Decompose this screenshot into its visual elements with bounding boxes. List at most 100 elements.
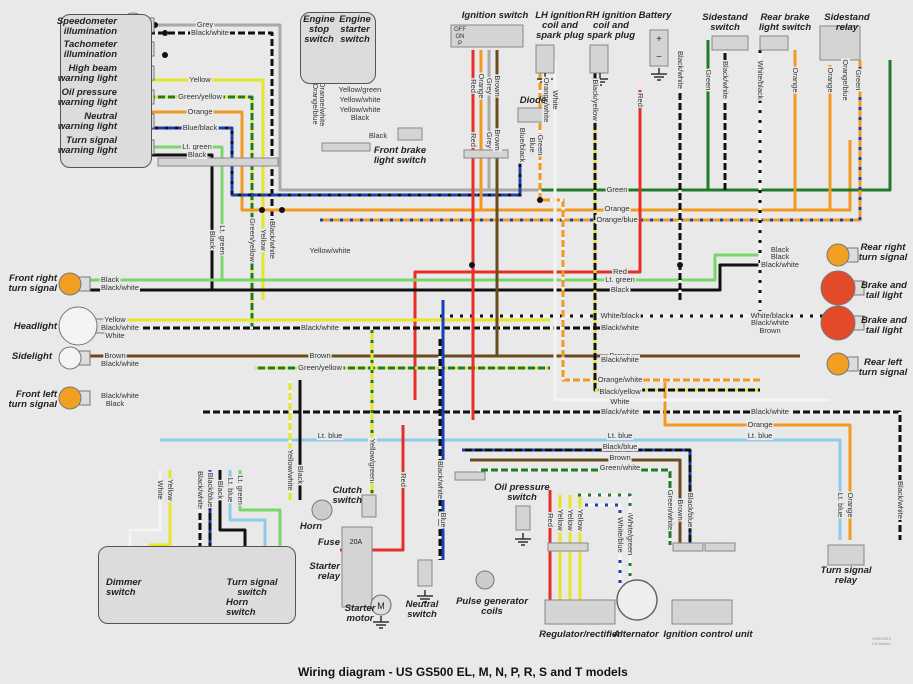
- wire-label-lt_blue: Lt. blue: [748, 431, 773, 440]
- wire-label-black_white: Black/white: [268, 221, 277, 259]
- wire-label-green_white: Green/white: [666, 490, 675, 530]
- wire-label-bg: [721, 60, 731, 100]
- engine-starter-switch-label: Engine starter switch: [339, 14, 371, 45]
- wire-red-bus: [413, 90, 642, 400]
- rear-right-turn-label: Rear right turn signal: [858, 242, 908, 263]
- wire-label-bg: [600, 354, 640, 364]
- wire-label-blue: Blue: [439, 512, 448, 527]
- wire-label-white_black: White/black: [756, 61, 765, 100]
- wire-label-lt_green: Lt. green: [236, 475, 245, 505]
- wire-label-black_white: Black/white: [101, 283, 139, 292]
- ignition-control-unit: [671, 599, 733, 625]
- sidestand-relay: [819, 25, 861, 61]
- wire-label-green: Green: [854, 70, 863, 91]
- wire-label-yellow: Yellow: [566, 509, 575, 531]
- wire-label-bg: [758, 325, 782, 335]
- wire-label-bg: [846, 491, 856, 519]
- wire-label-bg: [598, 386, 643, 396]
- brake-tail-bulb-2: [820, 305, 856, 341]
- wire-label-bg: [308, 350, 332, 360]
- wire-label-bg: [103, 314, 128, 324]
- wire-label-black: Black: [351, 113, 370, 122]
- fuse-rating: 20A: [350, 539, 363, 546]
- wire-label-black_blue: Black/blue: [206, 473, 215, 508]
- wire-label-bg: [156, 479, 166, 501]
- junction-dot: [677, 262, 683, 268]
- wire-label-bg: [600, 406, 640, 416]
- wire-label-bg: [542, 76, 552, 124]
- headlight-label: Headlight: [13, 321, 57, 332]
- wire-label-bg: [181, 122, 219, 132]
- wire-label-orange: Orange: [826, 67, 835, 92]
- turn-signal-relay-body: [827, 544, 865, 566]
- wire-label-bg: [493, 74, 503, 98]
- fuse-label: Fuse: [317, 537, 340, 548]
- wire-label-bg: [606, 430, 634, 440]
- wire-label-orange: Orange: [187, 107, 212, 116]
- wire-label-red: Red: [546, 513, 555, 527]
- wire-label-bg: [338, 104, 382, 114]
- wire-label-black_white: Black/white: [751, 407, 789, 416]
- starter-relay-label: Starter relay: [309, 561, 340, 582]
- wire-label-bg: [100, 358, 140, 368]
- wire-label-orange: Orange: [747, 420, 772, 429]
- wire-label-bg: [368, 437, 378, 483]
- junction-dot: [259, 207, 265, 213]
- wire-orange-white-lh-tracer: [538, 60, 760, 382]
- rear-left-turn-label: Rear left turn signal: [858, 357, 908, 378]
- wire-label-black_white: Black/white: [896, 481, 905, 519]
- wire-label-bg: [485, 76, 495, 96]
- instrument-panel-box: [60, 14, 152, 168]
- wire-label-black: Black: [101, 275, 120, 284]
- rear-brake-switch-label: Rear brake light switch: [758, 12, 812, 33]
- wire-label-blue_black: Blue/black: [183, 123, 218, 132]
- wire-label-yellow_white: Yellow/white: [286, 450, 295, 491]
- wire-label-orange_blue: Orange/blue: [841, 59, 850, 100]
- junction-dot: [537, 197, 543, 203]
- wire-label-yellow: Yellow: [104, 315, 126, 324]
- wire-white-green-alt-tracer: [578, 493, 632, 590]
- wire-label-bg: [100, 390, 140, 400]
- wire-label-white: White: [105, 331, 124, 340]
- wire-label-bg: [556, 508, 566, 533]
- wire-label-orange: Orange: [846, 492, 855, 517]
- diode-block: [517, 107, 545, 123]
- wire-label-blue_black: Blue/black: [518, 128, 527, 163]
- wire-label-bg: [896, 480, 906, 520]
- wire-label-bg: [704, 68, 714, 92]
- wire-label-white_blue: White/blue: [616, 517, 625, 552]
- wire-label-bg: [854, 68, 864, 92]
- wire-label-bg: [598, 462, 642, 472]
- wire-label-bg: [104, 330, 126, 340]
- wire-label-bg: [616, 516, 626, 554]
- wire-label-bg: [208, 229, 218, 251]
- wire-label-black_white: Black/white: [601, 407, 639, 416]
- wire-label-red: Red: [636, 93, 645, 107]
- icu-label: Ignition control unit: [663, 629, 753, 640]
- speedometer-label: Speedometer illumination: [56, 16, 117, 37]
- alternator-icon: [616, 579, 658, 621]
- wire-white-dimmer: [128, 470, 162, 555]
- wire-label-bg: [367, 130, 389, 140]
- wire-label-bg: [600, 322, 640, 332]
- wire-label-black_white: Black/white: [676, 51, 685, 89]
- instrument-connector: [157, 157, 279, 167]
- turn-signal-switch-label: Turn signal switch: [226, 577, 278, 598]
- lh-switch-box: [98, 546, 296, 624]
- alternator-label: Alternator: [613, 629, 659, 640]
- wire-label-lt_green: Lt. green: [182, 142, 212, 151]
- wire-label-bg: [749, 310, 791, 320]
- wire-label-black: Black: [208, 231, 217, 250]
- wire-label-bg: [595, 214, 639, 224]
- wire-label-bg: [286, 448, 296, 492]
- lh-coil: [535, 44, 555, 74]
- wire-label-yellow: Yellow: [556, 509, 565, 531]
- sidelight-bulb: [58, 346, 82, 370]
- wire-label-green_yellow: Green/yellow: [178, 92, 222, 101]
- wire-label-bg: [186, 106, 214, 116]
- wire-label-green_white: Green/white: [600, 463, 640, 472]
- wire-label-lt_blue: Lt. blue: [318, 431, 343, 440]
- wire-label-red: Red: [469, 79, 478, 93]
- wire-label-black_white: Black/white: [101, 359, 139, 368]
- wire-label-white_green: White/green: [626, 515, 635, 555]
